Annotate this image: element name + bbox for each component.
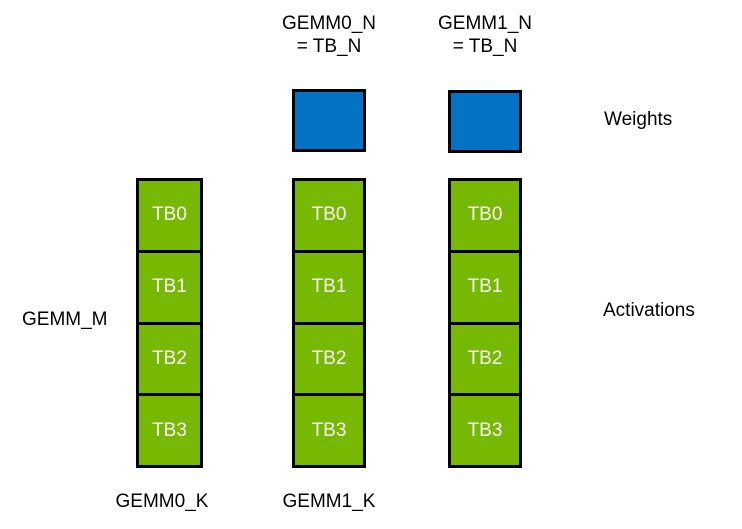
gemm1-n-label: GEMM1_N = TB_N: [425, 12, 545, 58]
activations-column-1: TB0 TB1 TB2 TB3: [136, 178, 203, 468]
gemm-m-label: GEMM_M: [22, 309, 108, 330]
activations-label: Activations: [603, 300, 695, 321]
gemm0-n-label-line1: GEMM0_N: [282, 13, 376, 34]
tb-cell: TB2: [451, 325, 519, 397]
activations-column-3: TB0 TB1 TB2 TB3: [448, 178, 522, 468]
gemm1-k-label: GEMM1_K: [282, 491, 376, 512]
gemm0-weights-block: [292, 89, 366, 152]
tb-cell: TB0: [451, 181, 519, 253]
tb-cell: TB3: [311, 419, 347, 441]
weights-label: Weights: [604, 109, 673, 130]
gemm1-n-label-line2: = TB_N: [452, 36, 518, 57]
tb-cell: TB1: [139, 253, 200, 325]
tb-cell: TB1: [451, 253, 519, 325]
tb-cell: TB1: [295, 253, 363, 325]
gemm0-k-label: GEMM0_K: [115, 491, 209, 512]
gemm0-n-label: GEMM0_N = TB_N: [269, 12, 389, 58]
gemm1-n-label-line1: GEMM1_N: [438, 13, 532, 34]
tb-cell: TB2: [295, 325, 363, 397]
tb-cell: TB2: [139, 325, 200, 397]
tb-cell: TB3: [467, 419, 503, 441]
tb-cell: TB3: [152, 419, 187, 441]
gemm1-weights-block: [448, 90, 522, 153]
tb-cell: TB0: [295, 181, 363, 253]
gemm0-n-label-line2: = TB_N: [296, 36, 362, 57]
tb-cell: TB0: [139, 181, 200, 253]
activations-column-2: TB0 TB1 TB2 TB3: [292, 178, 366, 468]
